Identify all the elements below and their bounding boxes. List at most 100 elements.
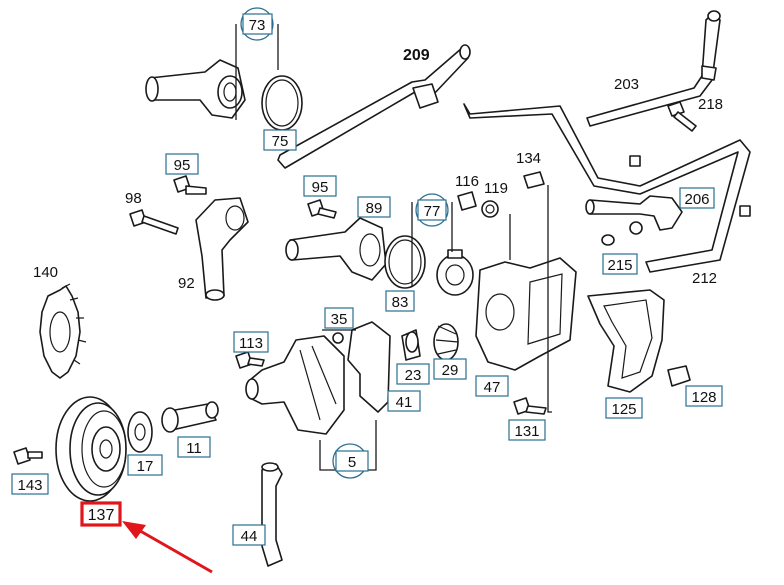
damper-17 xyxy=(127,411,153,453)
label-140: 140 xyxy=(33,264,58,281)
bolt-95-middle xyxy=(307,199,337,219)
callout-text-131: 131 xyxy=(514,423,539,440)
callout-215: 215 xyxy=(602,253,638,275)
callout-text-83: 83 xyxy=(392,294,409,311)
callout-text-215: 215 xyxy=(607,257,632,274)
callout-text-206: 206 xyxy=(684,191,709,208)
elbow-92 xyxy=(195,197,249,301)
highlight-box-137 xyxy=(80,501,122,527)
callout-text-5: 5 xyxy=(348,454,356,471)
gasket-125 xyxy=(587,289,665,393)
bolt-143 xyxy=(13,447,43,465)
callout-box-75 xyxy=(263,129,297,151)
callout-128: 128 xyxy=(685,385,723,407)
label-209: 209 xyxy=(403,47,430,64)
bolt-131 xyxy=(513,397,547,415)
callout-44: 44 xyxy=(232,524,266,546)
bolt-113 xyxy=(235,351,265,369)
callout-17: 17 xyxy=(127,454,163,476)
callout-77: 77 xyxy=(415,193,449,227)
thermostat-housing-73 xyxy=(145,59,246,119)
hose-206 xyxy=(585,195,683,235)
pipe-209 xyxy=(277,44,471,169)
callout-143: 143 xyxy=(11,473,49,495)
label-98: 98 xyxy=(125,190,142,207)
callout-41: 41 xyxy=(387,390,421,412)
callout-29: 29 xyxy=(433,358,467,380)
seal-35 xyxy=(332,332,344,344)
callout-text-113: 113 xyxy=(239,335,263,352)
pulley-137 xyxy=(55,396,127,502)
callout-text-75: 75 xyxy=(272,133,289,150)
callout-text-47: 47 xyxy=(484,379,501,396)
label-212: 212 xyxy=(692,270,717,287)
callout-131: 131 xyxy=(508,419,546,441)
callout-text-137: 137 xyxy=(88,507,115,524)
thermostat-77 xyxy=(436,249,474,296)
callout-text-128: 128 xyxy=(691,389,716,406)
o-ring-83 xyxy=(384,235,426,289)
callout-95a: 95 xyxy=(165,153,199,175)
pulley-140 xyxy=(39,283,87,379)
callout-206: 206 xyxy=(679,187,715,209)
bolt-95-left xyxy=(173,175,207,195)
callout-text-143: 143 xyxy=(17,477,42,494)
pipe-212 xyxy=(463,103,751,273)
callout-text-29: 29 xyxy=(442,362,459,379)
callout-113: 113 xyxy=(233,331,269,353)
impeller-29 xyxy=(433,323,459,361)
bushing-23 xyxy=(401,329,421,361)
red-arrow-icon xyxy=(122,521,213,574)
callout-83: 83 xyxy=(385,290,415,312)
callout-89: 89 xyxy=(357,196,391,218)
callout-text-23: 23 xyxy=(405,367,422,384)
callout-text-35: 35 xyxy=(331,311,348,328)
boxed-callouts: 75 95 95 89 206 215 83 113 xyxy=(11,129,723,546)
o-ring-75 xyxy=(261,75,303,131)
hub-11 xyxy=(161,401,219,433)
washer-119 xyxy=(481,200,499,218)
callout-11: 11 xyxy=(177,436,211,458)
callout-47: 47 xyxy=(475,375,509,397)
gasket-41 xyxy=(347,321,391,413)
callout-text-44: 44 xyxy=(241,528,258,545)
callout-5: 5 xyxy=(332,443,369,479)
callout-text-17: 17 xyxy=(137,458,154,475)
label-203: 203 xyxy=(614,76,639,93)
water-pump-5 xyxy=(245,335,345,435)
bolt-98 xyxy=(129,209,179,235)
callout-95b: 95 xyxy=(303,175,337,197)
callout-text-77: 77 xyxy=(424,203,441,220)
callout-text-11: 11 xyxy=(186,440,202,457)
callout-text-73: 73 xyxy=(249,17,266,34)
callout-73: 73 xyxy=(240,7,274,41)
label-116: 116 xyxy=(455,173,479,190)
washer-215 xyxy=(601,234,615,246)
callout-75: 75 xyxy=(263,129,297,151)
callout-text-95b: 95 xyxy=(312,179,329,196)
callout-text-125: 125 xyxy=(611,401,636,418)
label-119: 119 xyxy=(484,180,508,197)
plain-labels: 209 203 218 98 92 116 119 134 212 140 xyxy=(33,47,723,292)
label-218: 218 xyxy=(698,96,723,113)
callout-125: 125 xyxy=(605,397,643,419)
circled-callouts: 73 77 5 xyxy=(240,7,449,479)
cap-134 xyxy=(523,171,545,189)
callout-23: 23 xyxy=(396,363,430,385)
callout-text-95a: 95 xyxy=(174,157,191,174)
callout-text-41: 41 xyxy=(396,394,413,411)
callout-text-89: 89 xyxy=(366,200,383,217)
hose-44 xyxy=(261,462,283,567)
pipe-203 xyxy=(586,10,721,127)
highlight-137: 137 xyxy=(80,501,213,574)
plug-116 xyxy=(457,191,477,211)
sleeve-128 xyxy=(667,365,691,387)
pump-housing-47 xyxy=(475,257,577,371)
housing-89 xyxy=(285,217,387,281)
line-art xyxy=(13,10,751,567)
label-134: 134 xyxy=(516,150,541,167)
callout-35: 35 xyxy=(324,307,354,329)
label-92: 92 xyxy=(178,275,195,292)
bolt-218 xyxy=(667,101,697,132)
